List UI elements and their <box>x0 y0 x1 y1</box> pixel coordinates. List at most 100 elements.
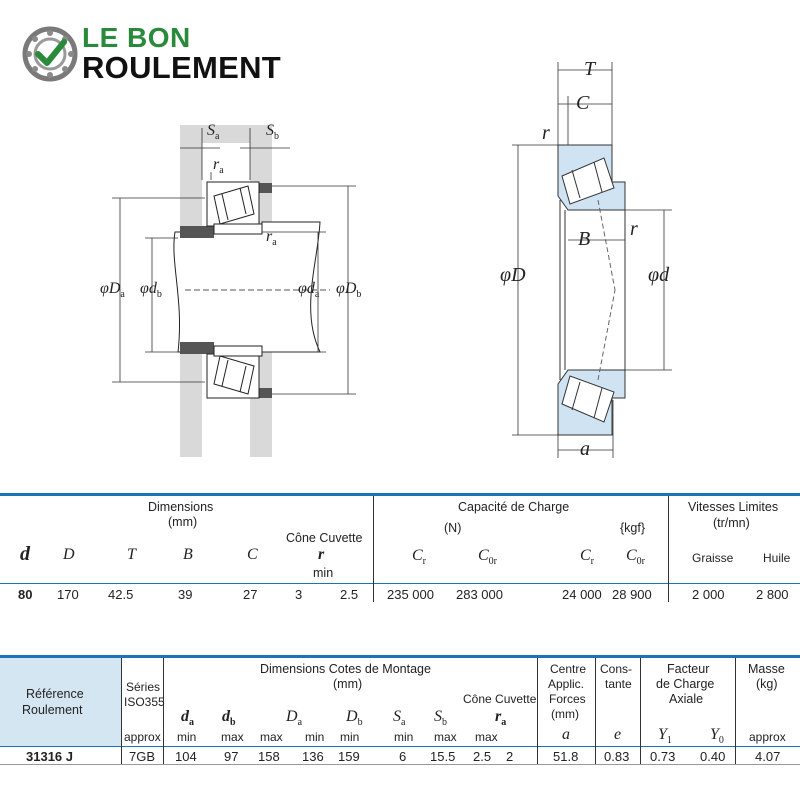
col-ra: ra <box>495 708 507 729</box>
minmax-1: max <box>221 730 244 744</box>
val-Db-min: 159 <box>338 749 360 764</box>
capacity-unit-N: (N) <box>444 521 462 535</box>
minmax-5: min <box>394 730 414 744</box>
label-Da: φDa <box>100 280 125 301</box>
val-Y0: 0.40 <box>700 749 726 764</box>
val-r-cup: 2.5 <box>340 587 359 602</box>
col-Sb: Sb <box>434 708 447 729</box>
const-title2: tante <box>605 677 632 691</box>
col-T: T <box>127 546 136 563</box>
val-ref: 31316 J <box>26 749 73 764</box>
val-T: 42.5 <box>108 587 134 602</box>
cone-cuvette-1: Cône Cuvette <box>286 531 363 545</box>
label-T: T <box>584 58 596 80</box>
mass-approx: approx <box>749 730 786 744</box>
col-oil: Huile <box>763 551 791 565</box>
col-C: C <box>247 546 258 563</box>
val-mass: 4.07 <box>755 749 781 764</box>
approx-label: approx <box>124 730 161 744</box>
const-title: Cons- <box>600 662 633 676</box>
col-da: da <box>181 708 194 729</box>
min-label-1: min <box>313 566 334 580</box>
ref-title: Référence <box>26 687 84 701</box>
series-title2: ISO355 <box>124 695 165 709</box>
val-C: 27 <box>243 587 258 602</box>
mounting-diagram <box>112 125 356 457</box>
val-Da-min: 136 <box>302 749 324 764</box>
speed-title: Vitesses Limites <box>688 500 779 514</box>
val-Sb-min: 15.5 <box>430 749 456 764</box>
mount-title: Dimensions Cotes de Montage <box>260 662 431 676</box>
series-title: Séries <box>126 680 161 694</box>
cone-cuvette-2: Cône Cuvette <box>463 692 537 706</box>
col-C0r-kgf: C0r <box>626 547 646 568</box>
label-ra-mid: ra <box>266 228 277 249</box>
speed-unit: (tr/mn) <box>713 516 750 530</box>
bearing-section-diagram <box>512 62 672 458</box>
col-a: a <box>562 726 570 743</box>
val-grease: 2 000 <box>692 587 725 602</box>
val-Sa-min: 6 <box>399 749 407 764</box>
val-a: 51.8 <box>553 749 579 764</box>
val-Cr-N: 235 000 <box>387 587 434 602</box>
label-r-top: r <box>542 122 550 144</box>
col-Y0: Y0 <box>710 726 724 747</box>
capacity-title: Capacité de Charge <box>458 500 570 514</box>
dimensions-title: Dimensions <box>148 500 214 514</box>
col-Sa: Sa <box>393 708 406 729</box>
minmax-7: max <box>475 730 498 744</box>
center-unit: (mm) <box>551 707 579 721</box>
mass-title: Masse <box>748 662 785 676</box>
val-d: 80 <box>18 587 33 602</box>
val-D: 170 <box>57 587 79 602</box>
val-e: 0.83 <box>604 749 630 764</box>
label-Db: φDb <box>336 280 362 301</box>
val-oil: 2 800 <box>756 587 789 602</box>
col-C0r-N: C0r <box>478 547 498 568</box>
logo-line2: ROULEMENT <box>82 50 282 85</box>
center-title2: Applic. <box>548 677 585 691</box>
label-Sb: Sb <box>266 122 279 143</box>
col-D: D <box>63 546 75 563</box>
label-ra-top: ra <box>213 156 224 177</box>
val-db-max: 97 <box>224 749 239 764</box>
col-db: db <box>222 708 236 729</box>
label-D: φD <box>500 264 526 286</box>
ref-header-cell <box>0 657 121 746</box>
factor-title3: Axiale <box>669 692 704 706</box>
bearing-logo-icon <box>22 26 78 82</box>
minmax-6: max <box>434 730 457 744</box>
col-Cr-kgf: Cr <box>580 547 595 568</box>
label-C: C <box>576 92 590 114</box>
label-Sa: Sa <box>207 122 220 143</box>
col-B: B <box>183 546 193 563</box>
val-ra-cone: 2.5 <box>473 749 492 764</box>
val-ra-cup: 2 <box>506 749 514 764</box>
center-title3: Forces <box>549 692 586 706</box>
col-Db: Db <box>346 708 363 729</box>
val-da-min: 104 <box>175 749 197 764</box>
label-d: φd <box>648 264 670 286</box>
label-da: φda <box>298 280 320 301</box>
center-title: Centre <box>550 662 587 676</box>
logo-line1: LE BON <box>82 22 191 53</box>
val-B: 39 <box>178 587 193 602</box>
dimensions-unit: (mm) <box>168 515 198 529</box>
capacity-unit-kgf: {kgf} <box>620 521 646 535</box>
col-Da: Da <box>286 708 303 729</box>
ref-title2: Roulement <box>22 703 83 717</box>
col-Y1: Y1 <box>658 726 672 747</box>
val-C0r-N: 283 000 <box>456 587 503 602</box>
val-r-cone: 3 <box>295 587 303 602</box>
col-d: d <box>20 543 30 565</box>
r-symbol-1: r <box>318 546 325 563</box>
factor-title2: de Charge <box>656 677 715 691</box>
minmax-2: max <box>260 730 283 744</box>
label-a: a <box>580 438 590 460</box>
val-Da-max: 158 <box>258 749 280 764</box>
col-e: e <box>614 726 622 743</box>
label-B: B <box>578 228 591 250</box>
label-db: φdb <box>140 280 162 301</box>
col-grease: Graisse <box>692 551 734 565</box>
label-r-right: r <box>630 218 638 240</box>
